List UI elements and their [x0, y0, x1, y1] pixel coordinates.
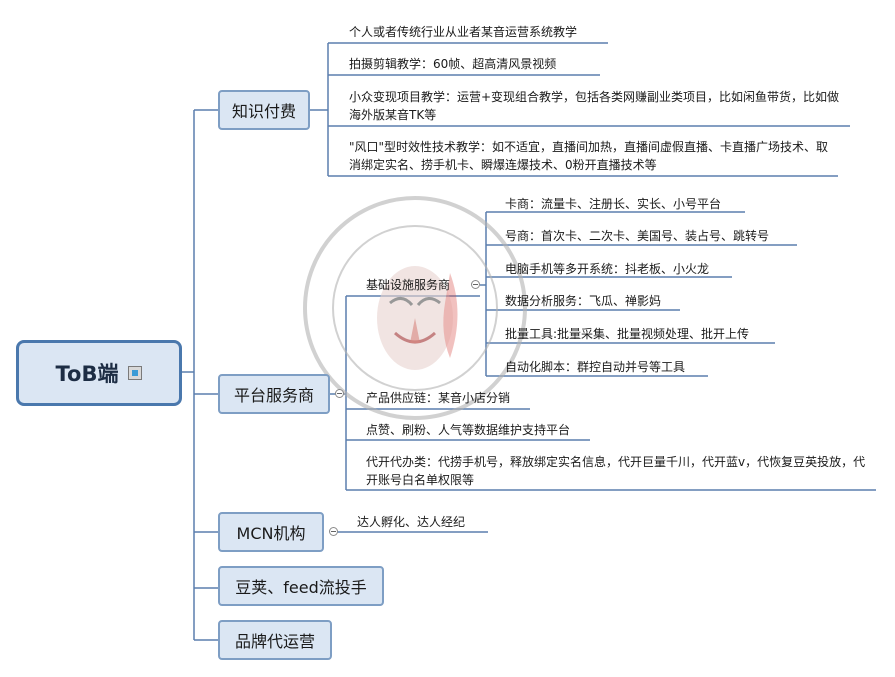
sub-category-infrastructure[interactable]: 基础设施服务商 — [366, 278, 451, 292]
topic-item[interactable]: 自动化脚本：群控自动并号等工具 — [505, 360, 686, 374]
watermark-seal — [303, 196, 527, 420]
category-mcn[interactable]: MCN机构 — [218, 512, 324, 552]
root-label: ToB端 — [55, 362, 119, 386]
category-label: 平台服务商 — [233, 386, 314, 405]
topic-item[interactable]: 电脑手机等多开系统：抖老板、小火龙 — [505, 262, 710, 276]
category-knowledge-paid[interactable]: 知识付费 — [218, 90, 310, 130]
topic-item[interactable]: 达人孵化、达人经纪 — [357, 515, 466, 529]
topic-item[interactable]: 点赞、刷粉、人气等数据维护支持平台 — [366, 423, 571, 437]
category-label: 品牌代运营 — [234, 632, 315, 651]
topic-item[interactable]: 批量工具:批量采集、批量视频处理、批开上传 — [505, 327, 750, 341]
category-feed-ads[interactable]: 豆荚、feed流投手 — [218, 566, 384, 606]
topic-item[interactable]: 代开代办类：代捞手机号，释放绑定实名信息，代开巨量千川，代开蓝v，代恢复豆英投放… — [366, 455, 866, 487]
topic-item[interactable]: 卡商：流量卡、注册长、实长、小号平台 — [505, 197, 722, 211]
topic-item[interactable]: 号商：首次卡、二次卡、美国号、装占号、跳转号 — [505, 229, 770, 243]
collapse-toggle-icon[interactable] — [329, 527, 338, 536]
topic-item[interactable]: "风口"型时效性技术教学：如不适宜，直播间加热，直播间虚假直播、卡直播广场技术、… — [349, 140, 829, 172]
topic-item[interactable]: 产品供应链：某音小店分销 — [366, 391, 511, 405]
topic-item[interactable]: 小众变现项目教学：运营+变现组合教学，包括各类网赚副业类项目，比如闲鱼带货，比如… — [349, 90, 840, 122]
note-icon[interactable] — [128, 366, 143, 380]
category-platform-service[interactable]: 平台服务商 — [218, 374, 330, 414]
collapse-toggle-icon[interactable] — [335, 389, 344, 398]
root-node[interactable]: ToB端 — [16, 340, 182, 406]
collapse-toggle-icon[interactable] — [471, 280, 480, 289]
topic-item[interactable]: 个人或者传统行业从业者某音运营系统教学 — [349, 25, 578, 39]
topic-item[interactable]: 拍摄剪辑教学：60帧、超高清风景视频 — [349, 57, 557, 71]
category-label: 知识付费 — [231, 102, 296, 121]
category-label: MCN机构 — [236, 524, 306, 543]
topic-item[interactable]: 数据分析服务：飞瓜、禅影妈 — [505, 294, 662, 308]
category-label: 豆荚、feed流投手 — [235, 578, 367, 597]
category-brand-ops[interactable]: 品牌代运营 — [218, 620, 332, 660]
